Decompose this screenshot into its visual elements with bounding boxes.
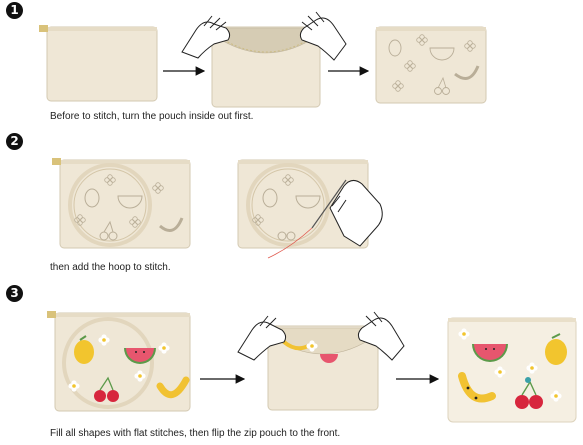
step-1-pouch-plain — [39, 25, 157, 101]
step-3-pouch-flipping — [238, 312, 404, 410]
step-1-pouch-outlined — [376, 27, 486, 103]
step-1-pouch-turning — [182, 12, 346, 107]
step-2-pouch-stitching — [238, 160, 382, 258]
step-2-pouch-hoop — [52, 158, 190, 248]
lemon-icon — [545, 339, 567, 365]
step-3-finished-pouch — [448, 318, 576, 422]
lemon-icon — [74, 340, 94, 364]
step-3-pouch-embroidered — [47, 311, 190, 411]
